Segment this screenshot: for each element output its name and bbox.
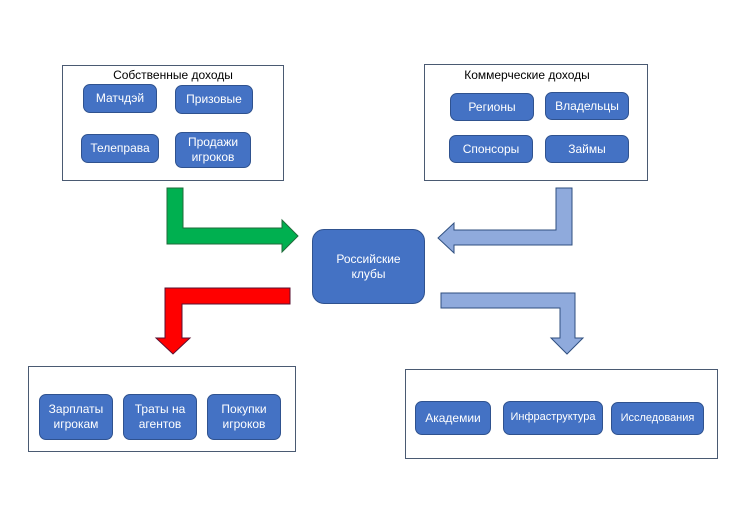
node-loans: Займы (545, 135, 629, 163)
node-sponsors: Спонсоры (449, 135, 533, 163)
arrow-commercial-income-to-center (437, 187, 573, 255)
node-agent-fees: Траты на агентов (123, 394, 197, 440)
own-income-title: Собственные доходы (113, 68, 233, 82)
commercial-income-group: Коммерческие доходы Регионы Владельцы Сп… (424, 64, 648, 181)
node-owners: Владельцы (545, 92, 629, 120)
node-prize-money: Призовые (175, 85, 253, 114)
node-academies: Академии (415, 401, 491, 435)
node-player-sales: Продажи игроков (175, 132, 251, 168)
own-income-group: Собственные доходы Матчдэй Призовые Теле… (62, 65, 284, 181)
node-player-salaries: Зарплаты игрокам (39, 394, 113, 440)
arrow-center-to-player-expenses (154, 287, 291, 355)
node-regions: Регионы (450, 93, 534, 121)
development-expenses-group: Академии Инфраструктура Исследования (405, 369, 718, 459)
node-russian-clubs: Российские клубы (312, 229, 425, 304)
player-expenses-group: Зарплаты игрокам Траты на агентов Покупк… (28, 366, 296, 452)
commercial-income-title: Коммерческие доходы (464, 68, 590, 82)
node-research: Исследования (611, 402, 704, 435)
node-infrastructure: Инфраструктура (503, 401, 603, 435)
node-player-purchases: Покупки игроков (207, 394, 281, 440)
node-matchday: Матчдэй (83, 84, 157, 113)
node-tv-rights: Телеправа (81, 134, 159, 163)
arrow-own-income-to-center (166, 187, 299, 254)
arrow-center-to-development-expenses (440, 292, 585, 355)
